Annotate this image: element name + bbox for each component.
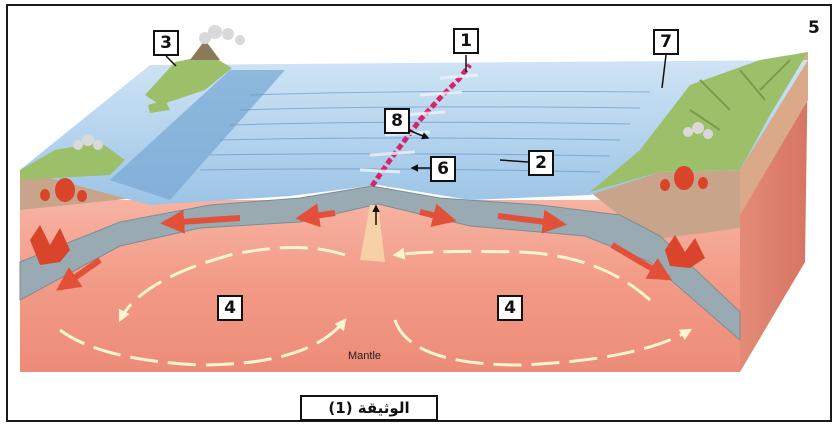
label-3: 3 (153, 30, 179, 56)
label-6: 6 (430, 156, 456, 182)
label-2: 2 (528, 150, 554, 176)
document-caption: الوثيقة (1) (300, 395, 438, 421)
label-8: 8 (384, 108, 410, 134)
mantle-label: Mantle (348, 350, 381, 362)
volcano-smoke (199, 25, 245, 45)
label-4-right: 4 (497, 295, 523, 321)
label-1: 1 (453, 28, 479, 54)
label-4-left: 4 (217, 295, 243, 321)
label-5: 5 (808, 18, 820, 38)
label-7: 7 (653, 29, 679, 55)
